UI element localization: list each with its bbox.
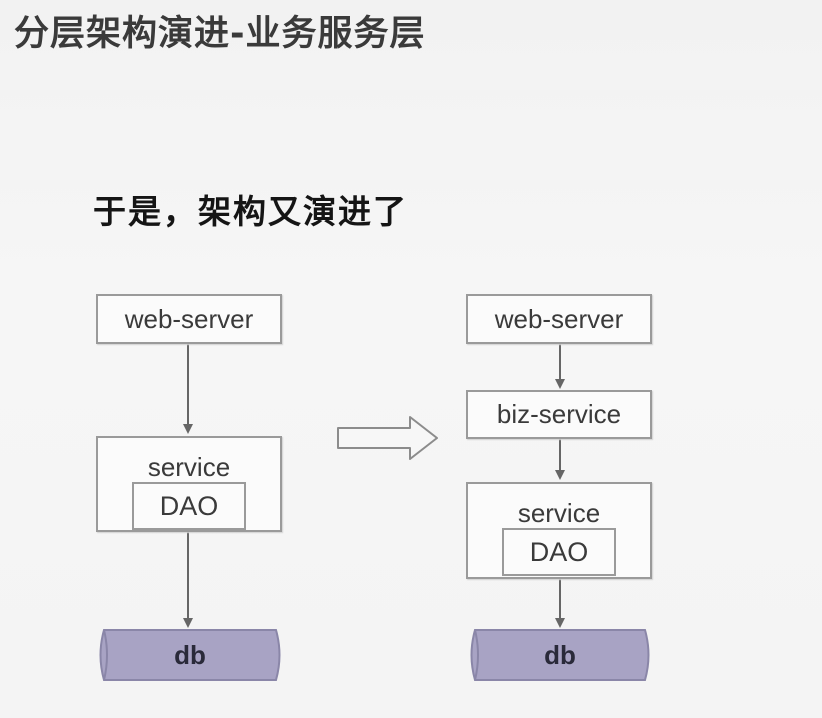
right-db-label: db [475, 630, 645, 680]
left-db-text: db [174, 639, 206, 670]
left-db-cylinder [99, 629, 281, 681]
right-dao-label: DAO [529, 536, 589, 567]
slide-subtitle: 于是，架构又演进了 [93, 192, 408, 231]
right-db-text: db [544, 639, 576, 670]
transition-arrow-icon [337, 416, 438, 460]
left-dao-label: DAO [159, 490, 219, 521]
left-web-server-box: web-server [96, 294, 282, 344]
left-web-server-label: web-server [124, 303, 254, 334]
right-db-cylinder [470, 629, 650, 681]
right-biz-service-label: biz-service [496, 399, 622, 429]
right-biz-service-box: biz-service [466, 390, 652, 439]
left-service-label: service [147, 452, 231, 482]
right-web-server-label: web-server [494, 303, 624, 334]
left-db-label: db [104, 630, 276, 680]
left-dao-box: DAO [132, 482, 246, 530]
slide-title: 分层架构演进-业务服务层 [14, 14, 426, 54]
right-dao-box: DAO [502, 528, 616, 576]
right-service-label: service [517, 498, 601, 528]
right-web-server-box: web-server [466, 294, 652, 344]
